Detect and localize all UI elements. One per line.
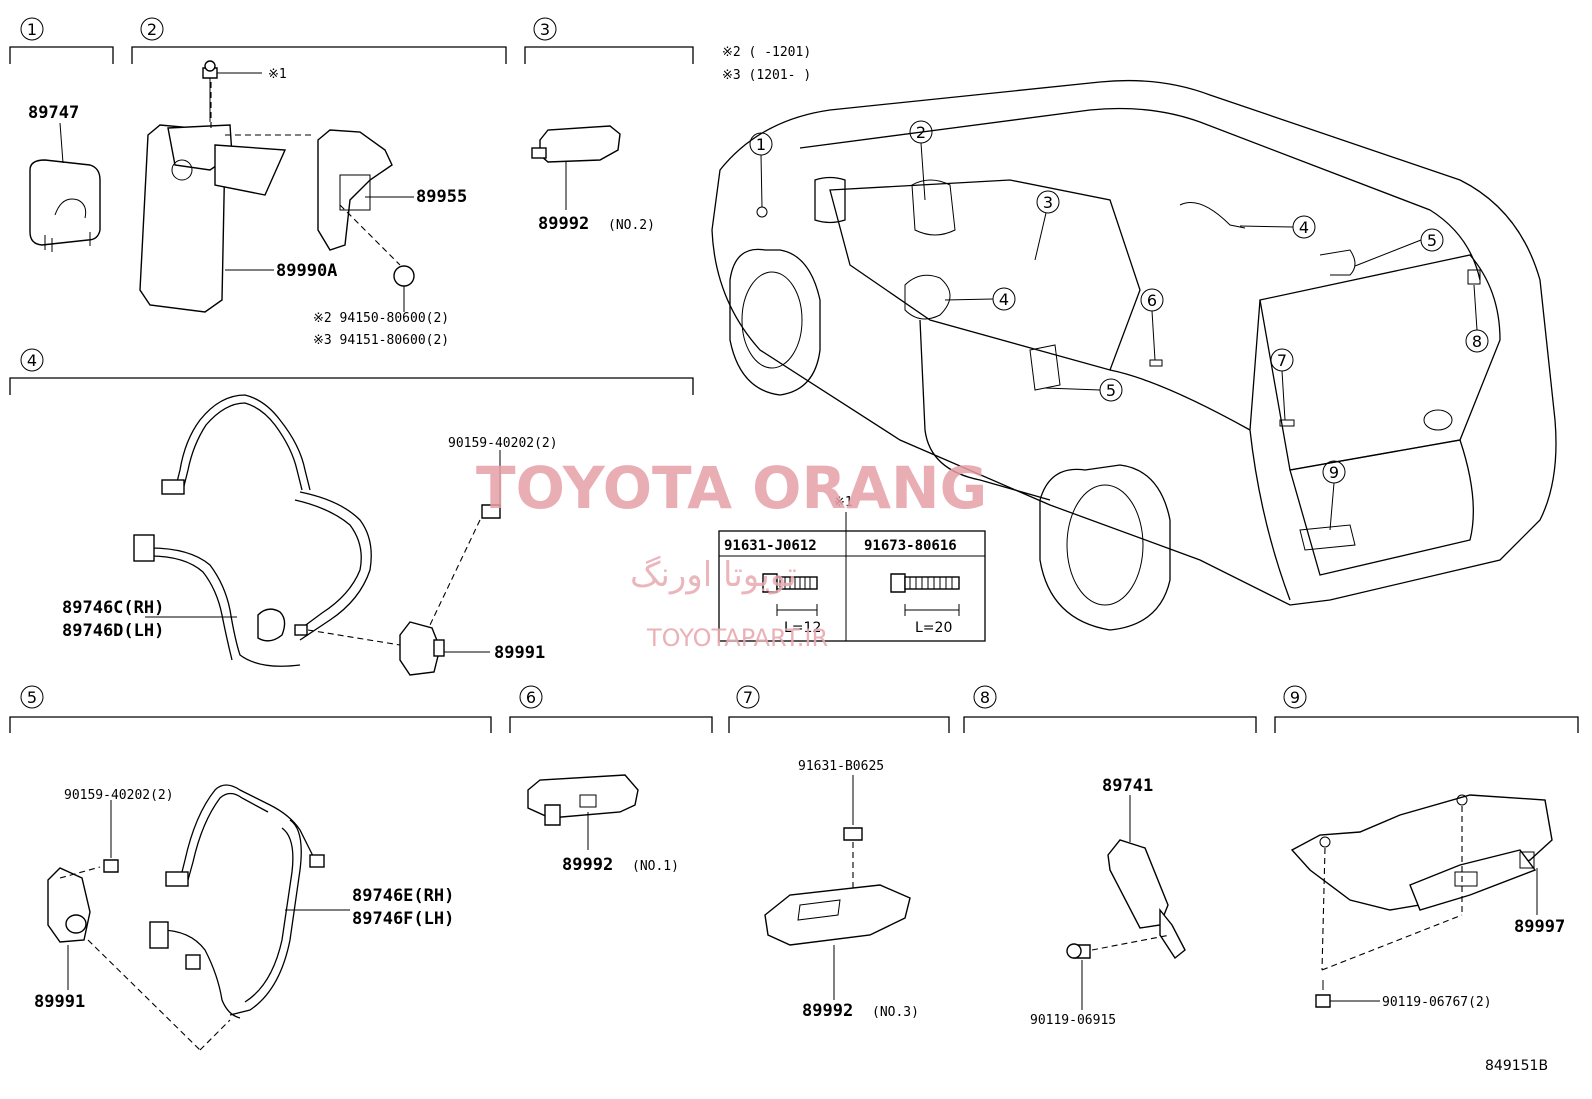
label-89746E: 89746E(RH) xyxy=(352,886,454,906)
part-89990A-ecu xyxy=(139,60,287,313)
label-89747: 89747 xyxy=(28,103,79,123)
label-89746D: 89746D(LH) xyxy=(62,621,164,641)
label-90159-b: 90159-40202(2) xyxy=(64,788,174,803)
callout-3: 3 xyxy=(1043,193,1053,212)
label-89955: 89955 xyxy=(416,187,467,207)
part-89955-bracket xyxy=(225,129,415,312)
bolt-col2-length: L=20 xyxy=(915,620,952,636)
bolt-table: ※1 91631-J0612 91673-80616 L=12 L=20 xyxy=(718,495,986,642)
part-89992-no1-sensor xyxy=(527,774,639,850)
callout-7: 7 xyxy=(1277,351,1287,370)
watermark: TOYOTA ORANG تویوتا اورنگ TOYOTAPART.IR xyxy=(476,454,987,652)
label-89997: 89997 xyxy=(1514,917,1565,937)
callout-8: 8 xyxy=(1472,332,1482,351)
section-7-label: 7 xyxy=(743,688,753,707)
label-89992-no3-note: (NO.3) xyxy=(872,1005,919,1020)
label-90159-a: 90159-40202(2) xyxy=(448,436,558,451)
callout-5a: 5 xyxy=(1427,231,1437,250)
part-89746C-harness xyxy=(133,394,372,667)
section-9-label: 9 xyxy=(1290,688,1300,707)
label-90119-b: 90119-06767(2) xyxy=(1382,995,1492,1010)
bolt-col1-header: 91631-J0612 xyxy=(724,538,817,554)
note-ref1-bolt: ※1 xyxy=(268,67,287,82)
part-89991-sensor-5 xyxy=(47,800,231,1051)
label-89992-no2-note: (NO.2) xyxy=(608,218,655,233)
diagram-id: 849151B xyxy=(1485,1058,1548,1074)
label-89746C: 89746C(RH) xyxy=(62,598,164,618)
label-89746F: 89746F(LH) xyxy=(352,909,454,929)
vehicle-overview xyxy=(711,79,1557,631)
callout-4a: 4 xyxy=(1299,218,1309,237)
label-91631-B: 91631-B0625 xyxy=(798,759,884,774)
label-89741: 89741 xyxy=(1102,776,1153,796)
part-89746E-harness xyxy=(149,784,350,1019)
part-89747-relay xyxy=(29,122,101,252)
section-headers: 1 2 3 4 5 6 7 8 9 xyxy=(9,17,1579,733)
label-94151: ※3 94151-80600(2) xyxy=(313,333,449,348)
vehicle-callouts: 1 2 3 4 4 5 5 6 7 8 9 xyxy=(749,120,1489,531)
section-6-label: 6 xyxy=(526,688,536,707)
section-3-label: 3 xyxy=(540,20,550,39)
part-89992-no2-sensor xyxy=(531,125,621,210)
label-90119-a: 90119-06915 xyxy=(1030,1013,1116,1028)
bolt-table-ref: ※1 xyxy=(834,495,853,510)
bolt-col2-header: 91673-80616 xyxy=(864,538,957,554)
label-89992-no3: 89992 xyxy=(802,1001,853,1021)
label-89992-no1: 89992 xyxy=(562,855,613,875)
watermark-line1: TOYOTA ORANG xyxy=(476,454,987,522)
bolt-col1-length: L=12 xyxy=(784,620,821,636)
section-4-label: 4 xyxy=(27,351,37,370)
label-89992-no2: 89992 xyxy=(538,214,589,234)
callout-6: 6 xyxy=(1147,291,1157,310)
note-2-range: ※2 ( -1201) xyxy=(722,45,811,60)
section-1-label: 1 xyxy=(27,20,37,39)
section-2-label: 2 xyxy=(147,20,157,39)
note-3-range: ※3 (1201- ) xyxy=(722,68,811,83)
label-89991-b: 89991 xyxy=(34,992,85,1012)
label-89990A: 89990A xyxy=(276,261,337,281)
label-94150: ※2 94150-80600(2) xyxy=(313,311,449,326)
part-89741-module xyxy=(1066,795,1186,1010)
callout-1: 1 xyxy=(756,135,766,154)
part-89997-ecu-bracket xyxy=(1290,794,1553,1008)
callout-2: 2 xyxy=(916,123,926,142)
section-5-label: 5 xyxy=(27,688,37,707)
callout-9: 9 xyxy=(1329,463,1339,482)
part-89991-sensor-4 xyxy=(307,450,501,676)
watermark-line3: TOYOTAPART.IR xyxy=(646,624,828,652)
label-89991-a: 89991 xyxy=(494,643,545,663)
callout-4b: 4 xyxy=(999,290,1009,309)
section-8-label: 8 xyxy=(980,688,990,707)
part-89992-no3-sensor: 91631-B0625 xyxy=(764,759,911,1000)
callout-5b: 5 xyxy=(1106,381,1116,400)
label-89992-no1-note: (NO.1) xyxy=(632,859,679,874)
watermark-line2: تویوتا اورنگ xyxy=(630,555,797,595)
